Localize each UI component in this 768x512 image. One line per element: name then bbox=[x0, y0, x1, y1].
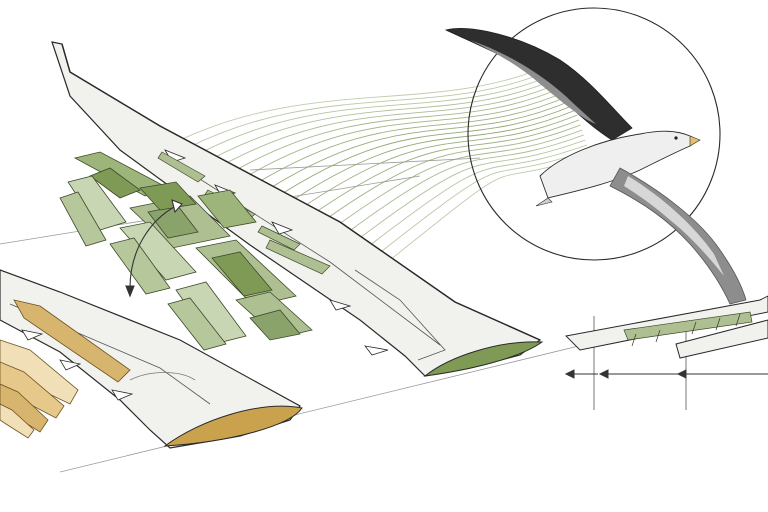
flap-layer bbox=[0, 361, 65, 419]
panel bbox=[211, 251, 273, 297]
fairing bbox=[111, 389, 134, 401]
fairing bbox=[364, 345, 389, 356]
panel bbox=[59, 191, 107, 247]
section-wing-lower bbox=[675, 319, 768, 359]
flow-line bbox=[159, 59, 561, 151]
main-wing-aileron-outline bbox=[354, 269, 446, 361]
flow-line bbox=[171, 64, 562, 157]
main-wing-leading-edge bbox=[61, 43, 541, 341]
fairing bbox=[21, 329, 44, 341]
main-wing-tip-section bbox=[423, 341, 544, 377]
flow-line bbox=[268, 104, 575, 203]
albatross-lower-wing bbox=[609, 167, 747, 305]
flow-line bbox=[220, 84, 569, 180]
fairing bbox=[271, 221, 294, 235]
flow-line bbox=[353, 139, 586, 243]
tan-flap-layers bbox=[0, 339, 79, 439]
flow-line bbox=[341, 134, 584, 238]
flow-line bbox=[256, 99, 573, 197]
flow-line bbox=[305, 119, 580, 220]
flap-layer bbox=[0, 403, 35, 439]
flow-line bbox=[365, 144, 587, 249]
flow-line bbox=[317, 124, 581, 226]
flow-line bbox=[232, 89, 570, 186]
panel bbox=[249, 309, 301, 341]
main-wing-panel bbox=[157, 151, 206, 183]
bird-detail-circle bbox=[467, 7, 721, 261]
section-tick bbox=[691, 321, 697, 335]
section-tick bbox=[655, 329, 661, 343]
curved-arrow-icon bbox=[125, 199, 183, 298]
left-wing bbox=[0, 269, 303, 449]
main-wing-panel bbox=[265, 239, 331, 275]
arrow-left-icon-head bbox=[598, 369, 609, 379]
arrow-left-icon-head bbox=[564, 369, 575, 379]
flow-line bbox=[183, 69, 564, 162]
section-tick bbox=[631, 333, 637, 347]
flow-line bbox=[280, 109, 576, 209]
section-wing-upper bbox=[564, 295, 768, 351]
flow-line bbox=[208, 79, 567, 174]
panel bbox=[109, 237, 171, 295]
flow-line bbox=[292, 114, 578, 215]
flow-line bbox=[329, 129, 583, 232]
arrow-left-icon-head bbox=[676, 369, 687, 379]
left-wing-flap bbox=[13, 299, 131, 383]
left-wing-curve bbox=[129, 372, 196, 381]
exploded-panel-cluster bbox=[59, 151, 313, 351]
albatross-lower-wing-highlight bbox=[624, 176, 724, 276]
section-tick bbox=[715, 317, 721, 331]
panel bbox=[197, 189, 257, 229]
section-tick bbox=[735, 313, 741, 327]
flow-line bbox=[377, 149, 589, 255]
flow-line bbox=[196, 74, 565, 168]
flap-layer bbox=[0, 339, 79, 405]
flow-line bbox=[244, 94, 572, 191]
flap-layer bbox=[0, 383, 49, 433]
albatross-tail bbox=[535, 197, 553, 207]
main-wing-panel bbox=[257, 225, 301, 251]
panel bbox=[167, 297, 227, 351]
section-detail bbox=[564, 295, 768, 410]
panel bbox=[139, 181, 197, 211]
left-wing-tip-section bbox=[163, 405, 303, 447]
guide-line bbox=[249, 157, 481, 171]
albatross bbox=[444, 28, 747, 305]
albatross-wing-shading bbox=[470, 40, 596, 124]
fairing bbox=[59, 359, 82, 371]
albatross-beak bbox=[689, 135, 701, 147]
fairing bbox=[329, 299, 352, 311]
albatross-eye bbox=[674, 136, 678, 140]
panel bbox=[89, 167, 141, 199]
